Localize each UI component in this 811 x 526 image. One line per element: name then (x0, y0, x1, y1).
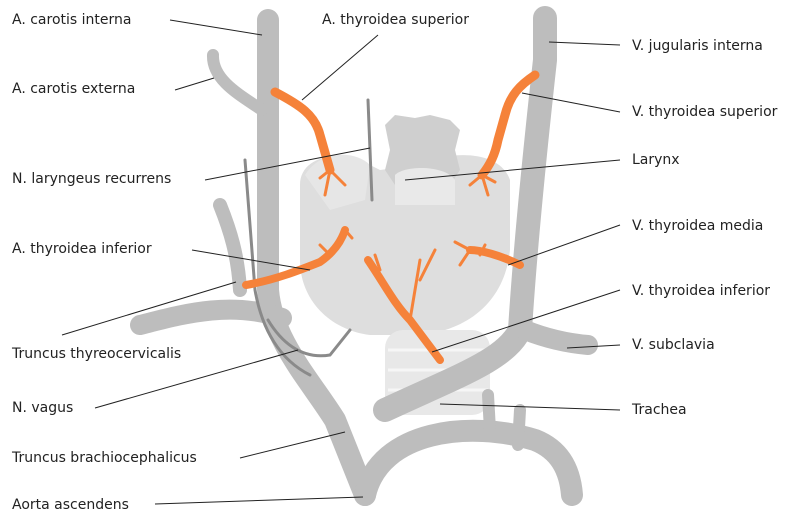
label-carotis-externa: A. carotis externa (12, 81, 135, 97)
label-jugularis-interna: V. jugularis interna (632, 38, 763, 54)
label-truncus-thyreocervicalis: Truncus thyreocervicalis (12, 346, 181, 362)
label-carotis-interna: A. carotis interna (12, 12, 131, 28)
label-thyroidea-superior-vein: V. thyroidea superior (632, 104, 777, 120)
larynx-shape (385, 115, 460, 205)
label-laryngeus-recurrens: N. laryngeus recurrens (12, 171, 171, 187)
label-larynx: Larynx (632, 152, 680, 168)
label-aorta-ascendens: Aorta ascendens (12, 497, 129, 513)
label-trachea: Trachea (632, 402, 687, 418)
label-vagus: N. vagus (12, 400, 73, 416)
label-thyroidea-inferior-vein: V. thyroidea inferior (632, 283, 770, 299)
label-thyroidea-media-vein: V. thyroidea media (632, 218, 763, 234)
label-thyroidea-superior-artery: A. thyroidea superior (322, 12, 469, 28)
label-subclavia: V. subclavia (632, 337, 715, 353)
label-thyroidea-inferior-artery: A. thyroidea inferior (12, 241, 152, 257)
label-truncus-brachiocephalicus: Truncus brachiocephalicus (12, 450, 197, 466)
